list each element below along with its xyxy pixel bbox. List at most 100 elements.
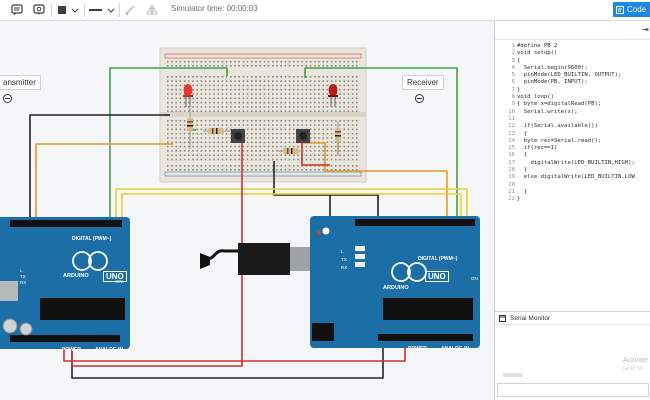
serial-horizontal-scrollbar[interactable]: [503, 373, 523, 377]
code-line[interactable]: void setup(): [517, 50, 558, 57]
board-left-on: ON: [116, 279, 123, 284]
code-editor-icon: [616, 5, 624, 14]
board-left-digital-label: DIGITAL (PWM~): [72, 236, 112, 242]
annotation-icon[interactable]: [32, 2, 46, 18]
board-right-on: ON: [471, 276, 478, 281]
line-number: 9: [511, 101, 515, 108]
simulator-time: Simulator time: 00:00:03: [171, 4, 258, 13]
line-number: 6: [511, 79, 515, 86]
code-line[interactable]: {: [517, 130, 528, 137]
line-number: 21: [508, 188, 515, 195]
transmitter-remove-icon[interactable]: [3, 94, 12, 103]
code-line[interactable]: pinMode(PB, INPUT);: [517, 79, 588, 86]
code-line[interactable]: #define PB 2: [517, 43, 558, 49]
resistor-2[interactable]: [203, 128, 232, 134]
usb-cable[interactable]: [200, 243, 320, 275]
code-line[interactable]: Serial.begin(9600);: [517, 64, 588, 71]
serial-monitor-label: Serial Monitor: [510, 314, 551, 322]
code-line[interactable]: pinMode(LED_BUILTIN, OUTPUT);: [517, 72, 622, 79]
code-line[interactable]: if(Serial.available()): [517, 123, 598, 130]
red-led-left[interactable]: [183, 84, 193, 107]
code-line[interactable]: byte rec=Serial.read();: [517, 137, 602, 144]
board-right-l: L: [341, 249, 344, 254]
line-number: 22: [508, 196, 515, 203]
resistor-4[interactable]: [335, 121, 341, 156]
line-number: 15: [508, 145, 515, 152]
board-right-power: POWER: [408, 346, 427, 352]
pushbutton-left[interactable]: [231, 129, 245, 143]
code-line[interactable]: }: [517, 86, 521, 93]
board-left-rx: RX: [20, 280, 27, 285]
code-line[interactable]: }: [517, 167, 528, 174]
code-button[interactable]: Code: [613, 2, 650, 17]
line-number: 19: [508, 174, 515, 181]
wire-red-right: [301, 134, 330, 166]
board-right-brand: ARDUINO: [383, 285, 409, 291]
board-left-brand: ARDUINO: [63, 273, 89, 279]
code-line[interactable]: }: [517, 196, 521, 203]
line-number: 18: [508, 167, 515, 174]
resistor-1[interactable]: [187, 107, 193, 149]
code-line[interactable]: [517, 182, 650, 189]
step-icon[interactable]: ⇥: [642, 25, 649, 34]
board-right-digital-label: DIGITAL (PWM~): [418, 256, 458, 262]
wire-black-mid: [273, 161, 379, 219]
code-button-label: Code: [627, 5, 647, 14]
arduino-board-transmitter[interactable]: [0, 217, 130, 349]
code-line[interactable]: { byte x=digitalRead(PB);: [517, 101, 602, 108]
code-line[interactable]: void loop(): [517, 94, 555, 101]
wire-orange-left: [35, 143, 173, 217]
code-line[interactable]: Serial.write(x);: [517, 108, 578, 115]
board-left-tx: TX: [20, 274, 26, 279]
transmitter-label[interactable]: ansmitter: [0, 75, 41, 90]
receiver-remove-icon[interactable]: [415, 94, 424, 103]
code-line[interactable]: [517, 116, 650, 123]
serial-monitor-header[interactable]: Serial Monitor: [495, 311, 650, 325]
line-number: 2: [511, 50, 515, 57]
flip-icon[interactable]: [145, 2, 159, 18]
line-number: 5: [511, 72, 515, 79]
toolbar: Simulator time: 00:00:03 Code: [0, 0, 650, 21]
code-line[interactable]: {: [517, 57, 521, 64]
serial-monitor-output: [495, 326, 650, 382]
brush-icon[interactable]: [123, 2, 137, 18]
code-line[interactable]: {: [517, 152, 528, 159]
line-style-dropdown[interactable]: [88, 2, 116, 18]
line-number: 16: [508, 152, 515, 159]
notes-icon[interactable]: [10, 2, 24, 18]
line-number: 1: [511, 43, 515, 49]
line-number: 11: [508, 115, 515, 122]
pushbutton-right[interactable]: [296, 129, 310, 143]
line-number: 17: [508, 159, 515, 166]
line-number: 7: [511, 86, 515, 93]
board-right-analog: ANALOG IN: [441, 346, 470, 352]
board-right-tx: TX: [341, 257, 347, 262]
receiver-label[interactable]: Receiver: [402, 75, 444, 90]
code-panel-header: ⇥: [495, 21, 650, 40]
code-line[interactable]: digitalWrite(LED_BUILTIN,HIGH);: [517, 159, 635, 166]
line-number: 8: [511, 94, 515, 101]
code-line[interactable]: else digitalWrite(LED_BUILTIN,LOW: [517, 174, 635, 181]
wire-green-right: [304, 67, 458, 219]
board-left-l: L: [20, 268, 23, 273]
serial-monitor-input[interactable]: [497, 383, 649, 397]
arduino-board-receiver[interactable]: [310, 216, 480, 348]
wire-orange-right: [303, 142, 448, 219]
code-line[interactable]: if(rec==1): [517, 145, 558, 152]
watermark-line1: Activate: [623, 357, 648, 364]
breadboard[interactable]: [159, 47, 367, 183]
red-led-right[interactable]: [328, 84, 338, 107]
wire-red-mid: [63, 343, 406, 362]
code-line[interactable]: }: [517, 188, 528, 195]
line-number: 14: [508, 137, 515, 144]
board-right-model: UNO: [425, 271, 449, 282]
watermark-line2: Go to Se: [623, 366, 643, 372]
circuit-canvas[interactable]: DIGITAL (PWM~) ARDUINO UNO TX RX L ON PO…: [0, 21, 494, 400]
resistor-3[interactable]: [278, 148, 304, 154]
fill-color-dropdown[interactable]: [57, 2, 79, 18]
line-number: 3: [511, 57, 515, 64]
line-number: 12: [508, 123, 515, 130]
